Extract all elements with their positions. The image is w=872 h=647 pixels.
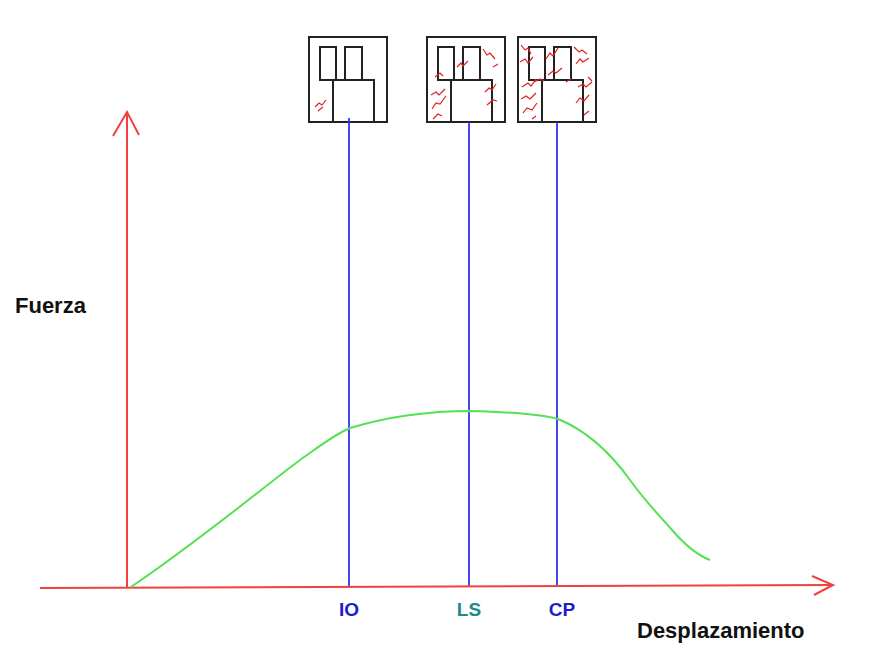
axis-title: Fuerza: [15, 295, 86, 317]
level-line: [556, 122, 558, 587]
building-ls: [427, 37, 505, 122]
axes: [40, 112, 833, 595]
level-line: [348, 118, 350, 587]
building-io: [309, 37, 387, 122]
level-label: LS: [457, 600, 481, 619]
level-label: IO: [339, 600, 359, 619]
level-line: [468, 122, 470, 587]
axis-title: Desplazamiento: [637, 620, 805, 642]
building-cp: [518, 37, 596, 122]
level-label: CP: [549, 600, 575, 619]
capacity-curve: [131, 411, 710, 587]
